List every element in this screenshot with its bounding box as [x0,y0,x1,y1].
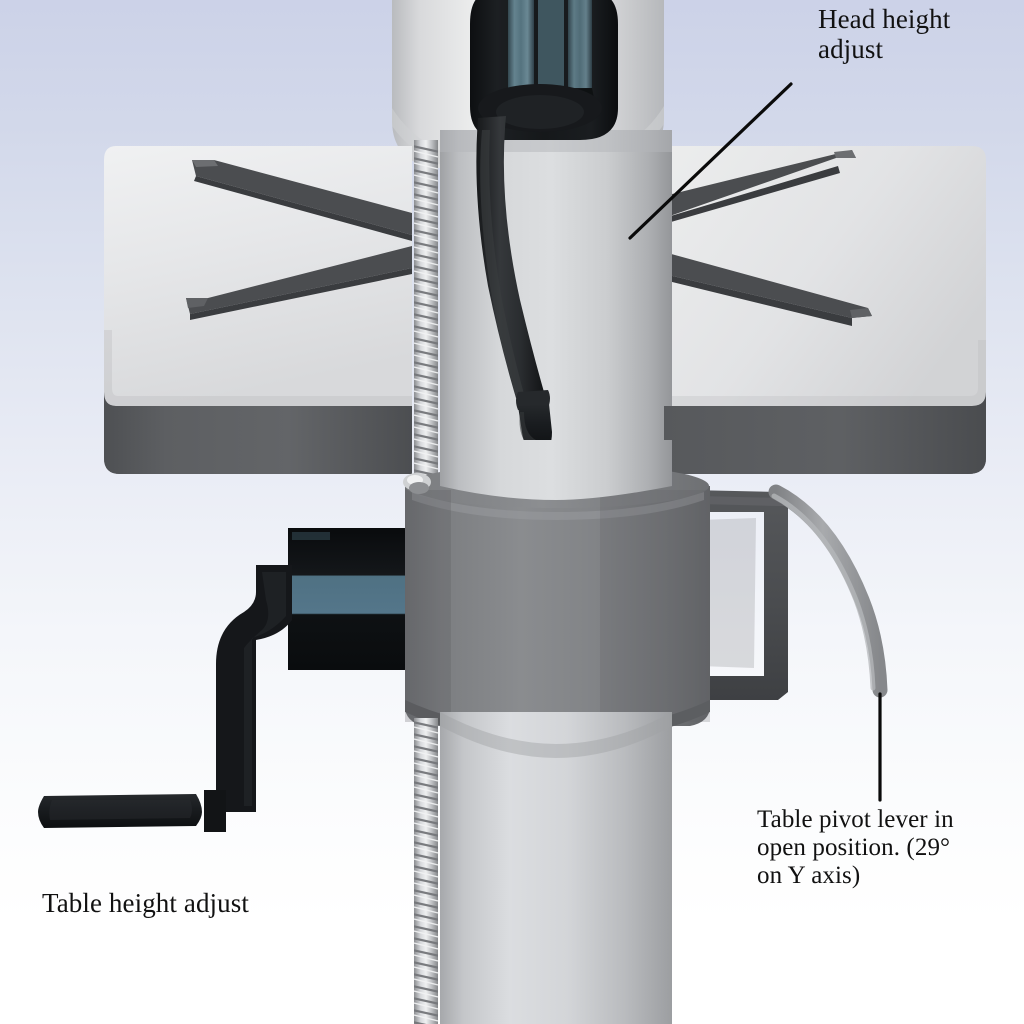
table-height-adjust-crank[interactable] [38,528,426,832]
main-column-lower [440,712,672,1024]
annotation-head-height-adjust: Head height adjust [818,4,951,65]
annotation-table-height-adjust: Table height adjust [42,888,249,918]
leader-lines [628,82,882,802]
table-pivot-lever-rod[interactable] [768,484,888,698]
table-support-collar [403,464,710,742]
lead-screw-lower [414,718,438,1024]
annotation-table-pivot-lever: Table pivot lever in open position. (29°… [757,806,954,889]
main-column-upper [440,130,672,490]
table-front-edge-overlay [104,392,986,474]
leader-head-height [628,82,793,240]
main-column-collar-stub [440,440,672,500]
head-height-adjust-handle[interactable] [470,0,618,452]
lead-screw-upper [414,140,438,480]
